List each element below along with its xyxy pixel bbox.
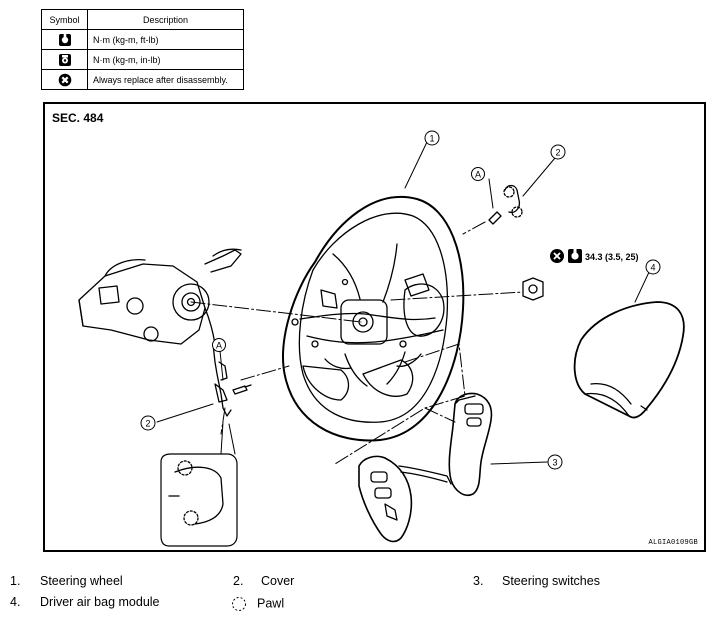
exploded-view-figure: SEC. 484 ALGIA0109GB xyxy=(43,102,706,552)
callout-2-left: 2 xyxy=(140,415,156,431)
part-key-3: 3. Steering switches xyxy=(473,574,600,588)
screw-a-top xyxy=(488,211,502,225)
part-key-pawl: Pawl xyxy=(231,595,284,613)
part-number: 3. xyxy=(473,574,484,588)
always-replace-icon xyxy=(550,249,564,263)
legend-row: Always replace after disassembly. xyxy=(41,69,244,90)
callout-4-text: 4 xyxy=(650,263,655,273)
figure-code: ALGIA0109GB xyxy=(648,539,698,547)
callout-4: 4 xyxy=(645,259,661,275)
legend-header-description: Description xyxy=(87,9,244,30)
cover-top xyxy=(503,184,523,218)
legend-row: N·m (kg-m, in-lb) xyxy=(41,49,244,70)
legend-text: N·m (kg-m, ft-lb) xyxy=(87,29,244,50)
callout-a-left-text: A xyxy=(216,341,222,351)
legend-text: N·m (kg-m, in-lb) xyxy=(87,49,244,70)
pawl-inset xyxy=(160,421,238,547)
steering-wheel xyxy=(282,196,465,442)
part-key-1: 1. Steering wheel xyxy=(10,574,123,588)
callout-a-left: A xyxy=(212,338,226,352)
callout-a-top-text: A xyxy=(475,170,481,180)
torque-spec: 34.3 (3.5, 25) xyxy=(550,249,639,263)
combination-switch xyxy=(78,248,242,417)
screw-a-left xyxy=(232,384,252,395)
part-name: Steering switches xyxy=(502,574,600,588)
torque-wrench-icon xyxy=(568,249,582,263)
callout-2-left-text: 2 xyxy=(145,419,150,429)
part-number: 4. xyxy=(10,595,21,609)
callout-1-text: 1 xyxy=(429,134,434,144)
steering-switches xyxy=(358,392,493,543)
legend-text: Always replace after disassembly. xyxy=(87,69,244,90)
callout-a-top: A xyxy=(471,167,485,181)
part-number: 1. xyxy=(10,574,21,588)
part-key-4: 4. Driver air bag module xyxy=(10,595,160,609)
callout-1: 1 xyxy=(424,130,440,146)
callout-2-top: 2 xyxy=(550,144,566,160)
callout-3: 3 xyxy=(547,454,563,470)
legend-row: N·m (kg-m, ft-lb) xyxy=(41,29,244,50)
pawl-icon xyxy=(232,597,246,611)
callout-3-text: 3 xyxy=(552,458,557,468)
air-bag-module xyxy=(573,301,685,419)
steering-wheel-nut xyxy=(522,277,544,301)
always-replace-icon xyxy=(58,73,71,86)
part-name: Cover xyxy=(261,574,295,588)
legend-header-symbol: Symbol xyxy=(41,9,88,30)
torque-value: 34.3 (3.5, 25) xyxy=(585,252,639,262)
part-name: Pawl xyxy=(257,596,285,611)
steering-wheel-drawing: 1 2 4 3 2 A A xyxy=(78,130,685,547)
part-name: Steering wheel xyxy=(40,574,123,588)
symbol-legend-table: Symbol Description N·m (kg-m, ft-lb) N·m… xyxy=(41,9,244,90)
section-label: SEC. 484 xyxy=(52,111,104,125)
torque-wrench-icon xyxy=(58,33,71,46)
part-key-2: 2. Cover xyxy=(233,574,294,588)
part-number: 2. xyxy=(233,574,244,588)
part-name: Driver air bag module xyxy=(40,595,160,609)
torque-wrench-small-icon xyxy=(58,53,71,66)
callout-2-top-text: 2 xyxy=(555,148,560,158)
